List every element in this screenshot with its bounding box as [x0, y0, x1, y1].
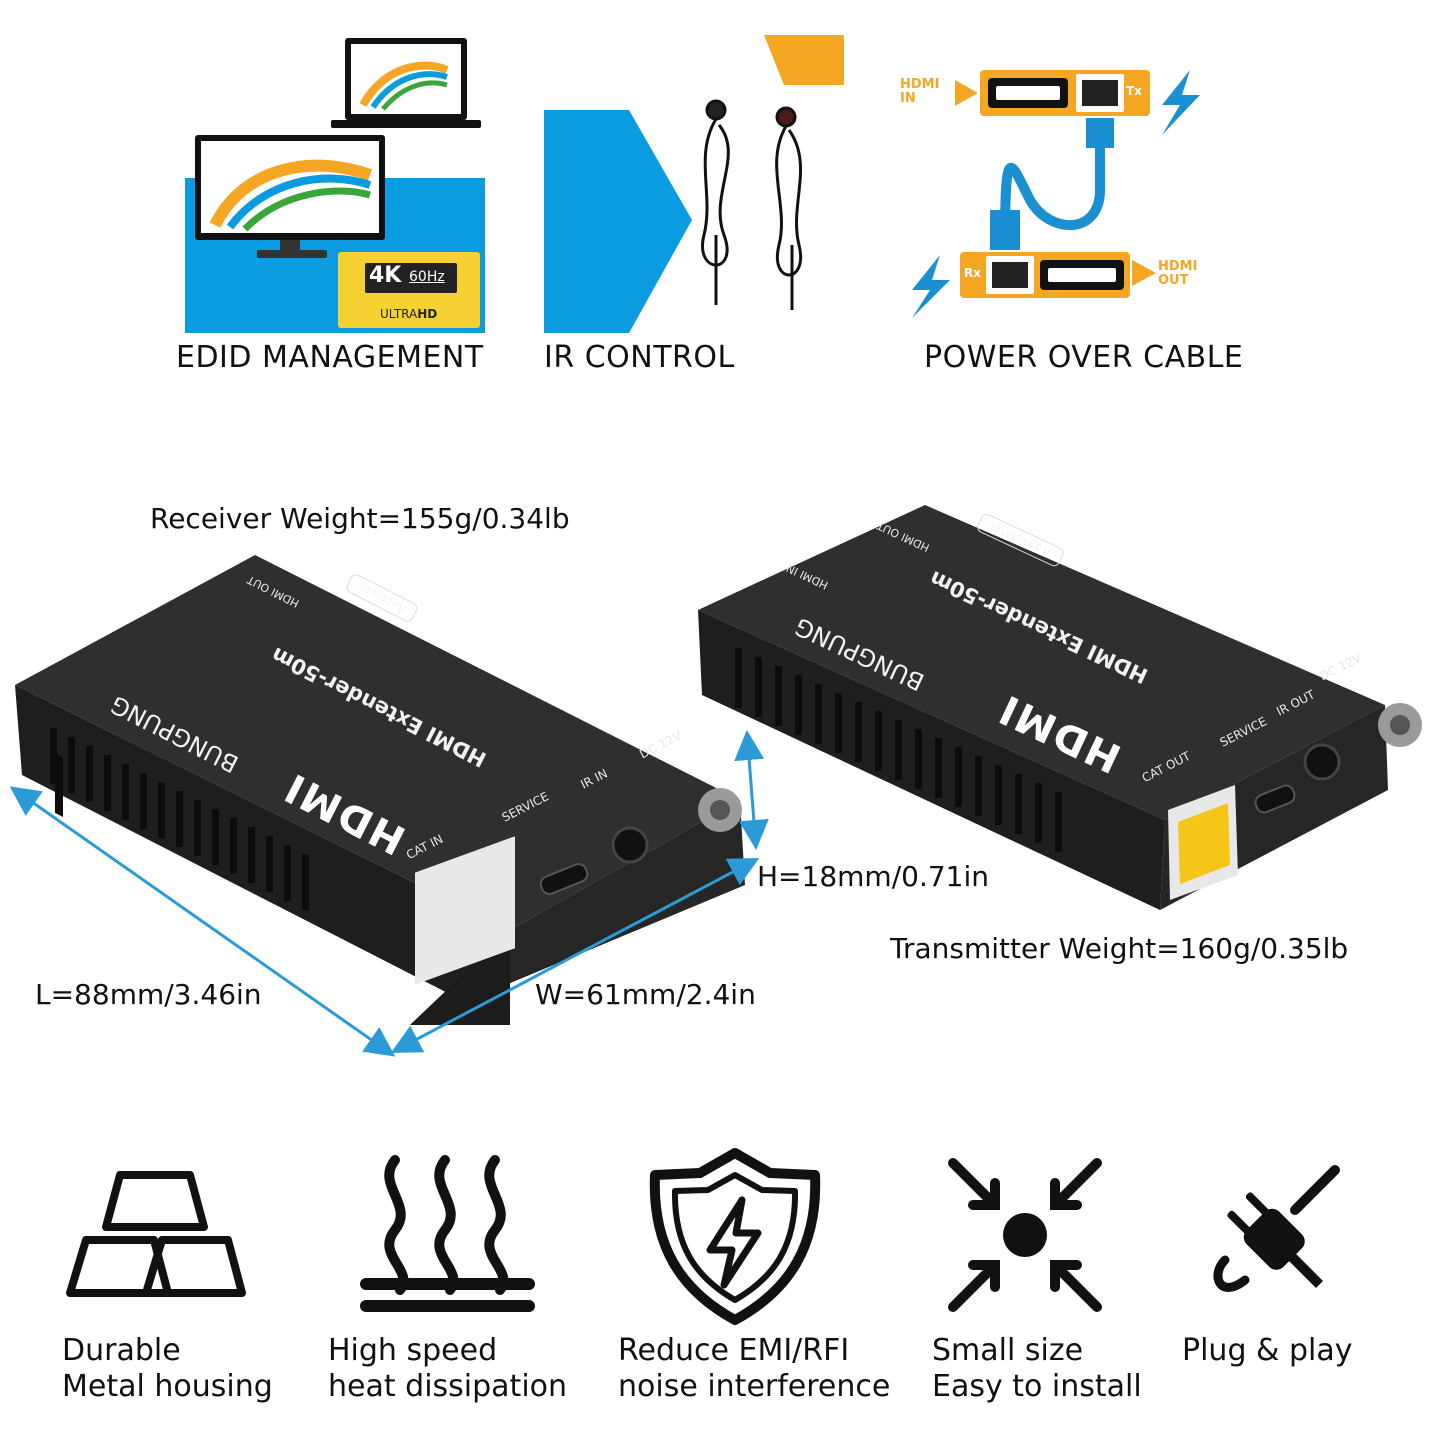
poc-hdmi-out-label: HDMI OUT: [1158, 259, 1198, 288]
length-dimension-line: [9, 786, 396, 1057]
icon-caption-1: Durable Metal housing: [62, 1333, 273, 1405]
icon-caption-3: Reduce EMI/RFI noise interference: [618, 1333, 890, 1405]
transmitter-vent-slot: [855, 702, 862, 762]
transmitter-vent-slot: [735, 648, 742, 708]
transmitter-vent-slot: [815, 684, 822, 744]
badge-hd: HD: [417, 307, 438, 321]
receiver-vent-slot: [68, 737, 75, 793]
ir-cable-icon: [701, 99, 803, 310]
feature-title-ir: IR CONTROL: [544, 340, 735, 375]
feature-title-poc: POWER OVER CABLE: [924, 340, 1244, 375]
transmitter-weight: Transmitter Weight=160g/0.35lb: [890, 932, 1349, 965]
4k-badge: [338, 252, 480, 328]
height-dimension-line: [734, 730, 769, 850]
transmitter-vent-slot: [1015, 774, 1022, 834]
transmitter-vent-slot: [915, 729, 922, 789]
transmitter-vent-slot: [955, 747, 962, 807]
badge-sub-text: ULTRAHD: [380, 307, 437, 321]
icon-caption-1-line1: Durable: [62, 1333, 181, 1368]
receiver-weight: Receiver Weight=155g/0.34lb: [150, 502, 570, 535]
icon-caption-5-line1: Plug & play: [1182, 1333, 1353, 1368]
plug-icon: [1195, 1160, 1345, 1310]
badge-4k-text: 4K: [369, 263, 402, 288]
icon-caption-5: Plug & play: [1182, 1333, 1352, 1369]
monitor-icon: [195, 135, 385, 258]
icon-caption-1-line2: Metal housing: [62, 1369, 273, 1404]
icon-caption-4: Small size Easy to install: [932, 1333, 1142, 1405]
icon-caption-2-line1: High speed: [328, 1333, 498, 1368]
feature-title-edid: EDID MANAGEMENT: [176, 340, 484, 375]
width-dimension-line: [390, 857, 760, 1054]
icon-caption-3-line2: noise interference: [618, 1369, 891, 1404]
lightning-icon-rx: [912, 255, 950, 318]
transmitter-vent-slot: [1055, 792, 1062, 852]
receiver-vent-slot: [86, 746, 93, 802]
transmitter-vent-slot: [835, 693, 842, 753]
dimension-length: L=88mm/3.46in: [35, 978, 262, 1011]
dimension-height: H=18mm/0.71in: [757, 860, 989, 893]
transmitter-vent-slot: [895, 720, 902, 780]
shield-bolt-icon: [640, 1145, 830, 1325]
poc-hdmi-in-label: HDMI IN: [900, 77, 940, 106]
receiver-vent-slot: [50, 728, 57, 784]
icon-caption-4-line2: Easy to install: [932, 1369, 1142, 1404]
transmitter-graphic: [698, 505, 1422, 910]
laptop-icon: [331, 38, 481, 128]
transmitter-vent-slot: [795, 675, 802, 735]
compress-icon: [945, 1155, 1105, 1315]
icon-caption-2-line2: heat dissipation: [328, 1369, 568, 1404]
transmitter-vent-slot: [875, 711, 882, 771]
poc-illustration: HDMI IN Tx Rx HDMI OUT: [900, 60, 1220, 330]
badge-rate-text: 60Hz: [409, 269, 445, 285]
ir-illustration: [544, 35, 854, 335]
transmitter-device: BUNGPUNG HDMI Extender-50m Transmitter H…: [690, 500, 1430, 920]
transmitter-vent-slot: [995, 765, 1002, 825]
poc-rx-label: Rx: [964, 266, 981, 280]
transmitter-vent-slot: [1035, 783, 1042, 843]
transmitter-vent-slot: [755, 657, 762, 717]
transmitter-vent-slot: [935, 738, 942, 798]
ir-graphic: [544, 35, 844, 333]
edid-illustration: 4K 60Hz ULTRAHD: [185, 35, 495, 335]
edid-graphic: [185, 38, 485, 333]
lightning-icon-tx: [1162, 70, 1200, 135]
icon-caption-4-line1: Small size: [932, 1333, 1084, 1368]
icon-caption-2: High speed heat dissipation: [328, 1333, 567, 1405]
badge-ultra: ULTRA: [380, 307, 418, 321]
poc-graphic: [912, 70, 1200, 318]
dimension-width: W=61mm/2.4in: [535, 978, 756, 1011]
heat-icon: [355, 1150, 540, 1325]
metal-bars-icon: [62, 1165, 252, 1305]
receiver-vent-slot: [104, 755, 111, 811]
transmitter-vent-slot: [975, 756, 982, 816]
icon-caption-3-line1: Reduce EMI/RFI: [618, 1333, 850, 1368]
poc-tx-label: Tx: [1126, 84, 1142, 98]
transmitter-vent-slot: [775, 666, 782, 726]
